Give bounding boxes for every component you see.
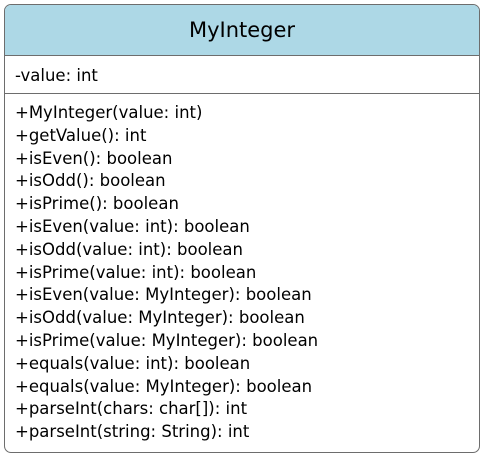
operation-item: +isEven(value: MyInteger): boolean — [15, 285, 312, 305]
operation-item: +parseInt(chars: char[]): int — [15, 399, 248, 419]
operation-item: +isPrime(value: int): boolean — [15, 262, 257, 282]
operation-item: +isPrime(value: MyInteger): boolean — [15, 330, 319, 350]
uml-class-box: MyInteger -value: int +MyInteger(value: … — [4, 4, 480, 453]
operation-item: +isPrime(): boolean — [15, 194, 179, 214]
attribute-item: -value: int — [15, 66, 98, 85]
class-header: MyInteger — [5, 5, 479, 56]
operation-item: +isEven(): boolean — [15, 148, 173, 168]
operation-item: +equals(value: MyInteger): boolean — [15, 376, 313, 396]
class-name: MyInteger — [188, 18, 296, 42]
operation-item: +parseInt(string: String): int — [15, 422, 250, 442]
operation-item: +isOdd(value: int): boolean — [15, 239, 243, 259]
operation-item: +equals(value: int): boolean — [15, 353, 251, 373]
operations-compartment: +MyInteger(value: int) +getValue(): int … — [5, 94, 479, 444]
operation-item: +getValue(): int — [15, 125, 147, 145]
attributes-compartment: -value: int — [5, 56, 479, 94]
operation-item: +isOdd(): boolean — [15, 171, 166, 191]
operation-item: +isOdd(value: MyInteger): boolean — [15, 308, 305, 328]
operation-item: +isEven(value: int): boolean — [15, 216, 250, 236]
operation-item: +MyInteger(value: int) — [15, 103, 203, 122]
